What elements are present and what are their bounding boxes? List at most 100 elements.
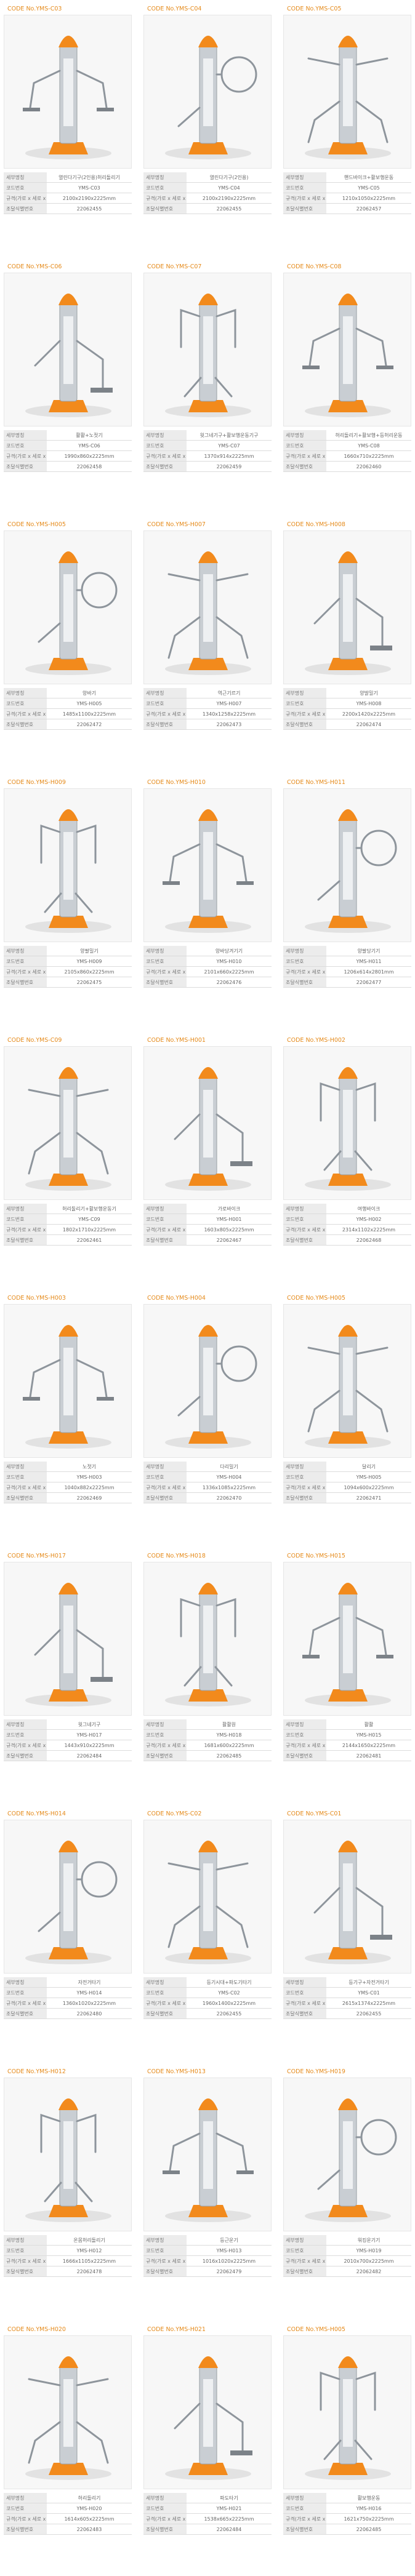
code-value: YMS-H021 — [175, 2326, 206, 2333]
machine-drawing — [305, 809, 397, 933]
spec-row-size: 규격(가로 x 세로 x 높이)1802x1710x2225mm — [4, 1224, 132, 1235]
spec-value: 22062483 — [47, 2524, 132, 2535]
code-prefix: CODE No. — [287, 779, 316, 786]
seat — [163, 2170, 180, 2174]
spec-value: 22062468 — [326, 1234, 411, 1246]
spec-label: 세부명칭 — [4, 688, 47, 698]
seat — [23, 1397, 40, 1401]
spec-row-size: 규격(가로 x 세로 x 높이)1960x1400x2225mm — [143, 1998, 272, 2009]
exercise-arm — [317, 847, 363, 901]
spec-label: 세부명칭 — [283, 172, 326, 183]
exercise-arm — [320, 1082, 376, 1171]
machine-drawing — [165, 1583, 251, 1706]
code-value: YMS-H019 — [315, 2068, 345, 2075]
product-code: CODE No.YMS-H018 — [147, 1552, 206, 1561]
orange-cap — [338, 1325, 358, 1337]
spec-value: 활활+노젓기 — [47, 430, 132, 441]
product-code: CODE No.YMS-H009 — [7, 778, 66, 787]
machine-drawing — [23, 1325, 114, 1449]
product-code: CODE No.YMS-H004 — [147, 1294, 206, 1303]
spec-label: 코드번호 — [4, 1214, 47, 1225]
product-photo — [4, 1562, 132, 1716]
orange-base — [49, 142, 88, 154]
machine-drawing — [305, 1325, 391, 1449]
code-value: YMS-C01 — [315, 1810, 342, 1817]
product-code: CODE No.YMS-H010 — [147, 778, 206, 787]
spec-label: 규격(가로 x 세로 x 높이) — [4, 1224, 47, 1235]
column-panel — [343, 1863, 353, 1931]
orange-cap — [198, 1841, 218, 1852]
spec-value: 22062455 — [47, 203, 132, 214]
product-illustration — [305, 1841, 392, 1964]
spec-label: 규격(가로 x 세로 x 높이) — [283, 193, 326, 204]
spec-label: 코드번호 — [143, 440, 187, 451]
code-prefix: CODE No. — [147, 2326, 176, 2333]
spec-label: 조달식별번호 — [4, 2008, 47, 2019]
code-value: YMS-C07 — [175, 263, 202, 270]
spec-label: 조달식별번호 — [283, 977, 326, 988]
exercise-arm — [174, 2402, 244, 2454]
code-prefix: CODE No. — [7, 1810, 36, 1817]
column-panel — [343, 832, 353, 900]
exercise-arm — [169, 2132, 248, 2172]
product-illustration — [165, 1841, 251, 1964]
exercise-arm — [169, 843, 248, 882]
spec-label: 세부명칭 — [143, 430, 187, 441]
orange-base — [49, 1431, 88, 1444]
product-code: CODE No.YMS-C06 — [7, 263, 62, 271]
spec-value: YMS-C09 — [47, 1214, 132, 1225]
spec-label: 규격(가로 x 세로 x 높이) — [4, 708, 47, 719]
column-panel — [203, 574, 213, 642]
spec-value: 1443x910x2225mm — [47, 1740, 132, 1751]
code-value: YMS-H017 — [36, 1553, 66, 1559]
seat — [97, 108, 114, 111]
spec-value: 22062473 — [187, 719, 272, 730]
code-value: YMS-H003 — [36, 1295, 66, 1302]
code-prefix: CODE No. — [147, 1037, 176, 1044]
code-value: YMS-H002 — [315, 1037, 345, 1044]
spec-label: 코드번호 — [283, 698, 326, 709]
code-value: YMS-H007 — [175, 521, 206, 528]
orange-base — [188, 916, 228, 928]
product-illustration — [165, 1325, 257, 1449]
product-code: CODE No.YMS-C02 — [147, 1810, 201, 1818]
orange-cap — [58, 1583, 78, 1594]
spec-label: 코드번호 — [143, 698, 187, 709]
product-code: CODE No.YMS-H001 — [147, 1036, 206, 1045]
orange-cap — [58, 2098, 78, 2110]
spec-value: 1681x600x2225mm — [187, 1740, 272, 1751]
machine-drawing — [165, 36, 257, 159]
product-code: CODE No.YMS-C05 — [287, 5, 341, 14]
spec-value: 22062484 — [47, 1750, 132, 1761]
product-illustration — [305, 1067, 391, 1191]
product-photo — [283, 273, 411, 426]
orange-cap — [58, 1325, 78, 1337]
spec-row-size: 규격(가로 x 세로 x 높이)1443x910x2225mm — [4, 1740, 132, 1751]
spec-row-size: 규격(가로 x 세로 x 높이)2101x660x2225mm — [143, 966, 272, 977]
exercise-arm — [28, 2378, 109, 2464]
